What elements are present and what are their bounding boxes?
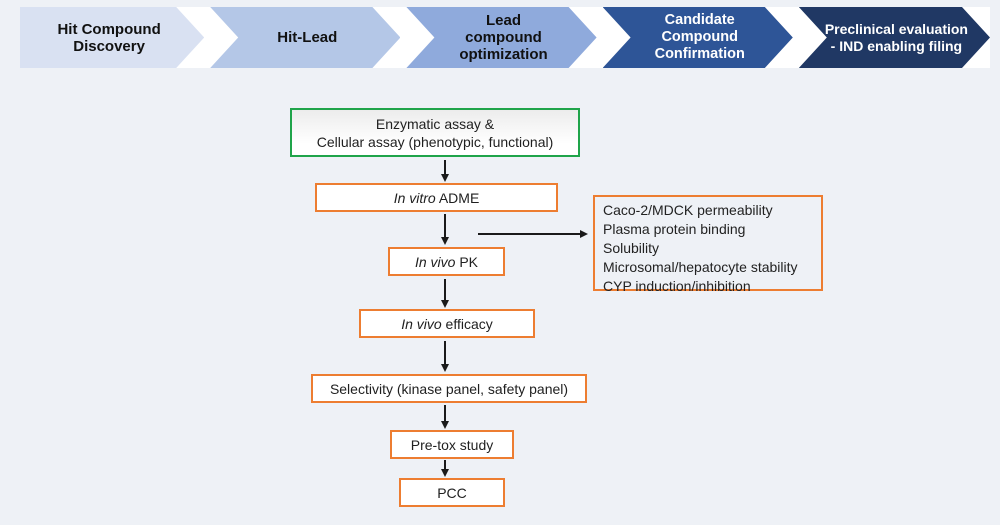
pipeline-stage-hit-compound-discovery: Hit Compound Discovery [20, 7, 204, 68]
stage-label-line: Preclinical evaluation [824, 20, 968, 37]
panel-item: CYP induction/inhibition [603, 278, 751, 294]
pipeline-stage-bar: Hit Compound Discovery Hit-Lead Lead com… [20, 7, 990, 68]
arrow-right-icon [478, 229, 588, 239]
flow-node-in-vivo-pk: In vivo PK [388, 247, 505, 276]
flow-node-selectivity: Selectivity (kinase panel, safety panel) [311, 374, 587, 403]
flow-node-in-vivo-efficacy: In vivo efficacy [359, 309, 535, 338]
stage-label-line: Hit Compound [57, 20, 161, 38]
pipeline-stage-candidate-compound-confirmation: Candidate Compound Confirmation [603, 7, 793, 68]
pipeline-stage-preclinical-evaluation: Preclinical evaluation - IND enabling fi… [799, 7, 990, 68]
node-label: Selectivity (kinase panel, safety panel) [329, 380, 569, 397]
stage-label-line: - IND enabling filing [830, 37, 963, 54]
panel-item: Microsomal/hepatocyte stability [603, 259, 798, 275]
stage-label-line: Candidate [664, 12, 735, 28]
pipeline-stage-lead-compound-optimization: Lead compound optimization [406, 7, 596, 68]
arrow-down-icon [440, 341, 450, 372]
arrow-down-icon [440, 460, 450, 477]
stage-label-line: Compound [661, 29, 738, 45]
flow-node-pre-tox-study: Pre-tox study [390, 430, 514, 459]
panel-item: Plasma protein binding [603, 221, 746, 237]
arrow-down-icon [440, 405, 450, 429]
stage-label-line: optimization [459, 46, 548, 63]
node-label: Pre-tox study [410, 436, 494, 453]
flow-node-enzymatic-cellular-assay: Enzymatic assay & Cellular assay (phenot… [290, 108, 580, 157]
panel-item: Solubility [603, 240, 660, 256]
flow-node-in-vitro-adme: In vitro ADME [315, 183, 558, 212]
node-label-line: Cellular assay (phenotypic, functional) [316, 133, 554, 150]
stage-label-line: Discovery [73, 37, 145, 55]
node-label: In vitro ADME [393, 189, 480, 206]
pipeline-stage-hit-lead: Hit-Lead [210, 7, 400, 68]
arrow-down-icon [440, 160, 450, 182]
node-label-line: Enzymatic assay & [375, 115, 495, 132]
stage-label-line: Confirmation [654, 46, 745, 62]
panel-item: Caco-2/MDCK permeability [603, 202, 773, 218]
node-label: In vivo efficacy [401, 315, 493, 332]
arrow-down-icon [440, 214, 450, 245]
node-label: In vivo PK [414, 253, 479, 270]
stage-label-line: Lead [486, 12, 522, 29]
node-label: PCC [437, 484, 467, 501]
adme-detail-panel: Caco-2/MDCK permeability Plasma protein … [593, 195, 823, 294]
stage-label-line: Hit-Lead [277, 29, 338, 46]
arrow-down-icon [440, 279, 450, 308]
stage-label-line: compound [465, 29, 542, 46]
flow-node-pcc: PCC [399, 478, 505, 507]
